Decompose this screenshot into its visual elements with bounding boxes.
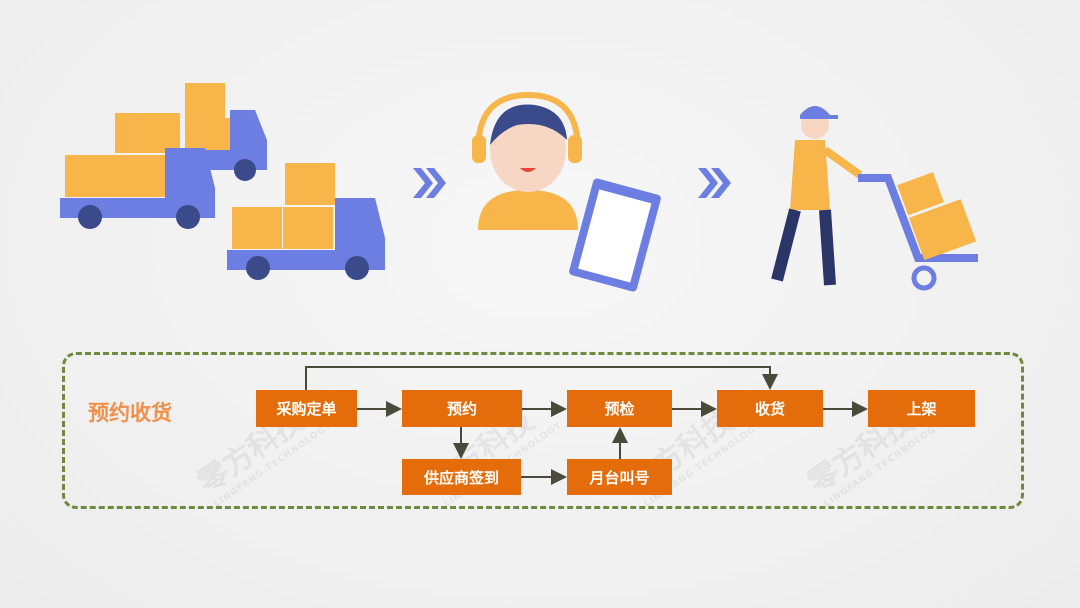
step-supplier-checkin: 供应商签到 [402,459,521,495]
step-shelve: 上架 [868,390,975,427]
chevron-right-icon [413,168,446,198]
section-title: 预约收货 [88,401,172,425]
step-appointment: 预约 [402,390,522,427]
trucks-illustration [60,83,385,280]
chevron-right-icon [698,168,731,198]
arrow-po-to-receive [305,366,778,390]
process-frame [62,352,1024,509]
step-precheck: 预检 [567,390,672,427]
step-receive: 收货 [717,390,823,427]
step-dock-call: 月台叫号 [567,459,672,495]
operator-illustration [472,91,661,292]
worker-illustration [771,106,978,291]
step-purchase-order: 采购定单 [256,390,357,427]
illustration [60,83,978,292]
